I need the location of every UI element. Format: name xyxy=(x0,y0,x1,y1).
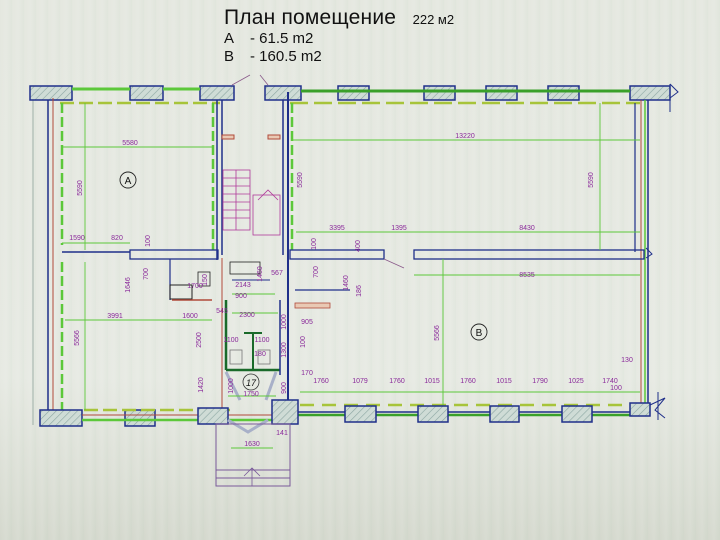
core-dimensions: 2143 1460 567 900 545 2300 1100 1100 180… xyxy=(196,266,288,448)
vestibule xyxy=(197,371,299,487)
dim-b-1395: 1395 xyxy=(391,225,407,232)
dim-b-bottom-2: 1760 xyxy=(389,378,405,385)
area-a-line: A - 61.5 m2 xyxy=(224,30,454,48)
plan-title-block: План помещение 222 м2 A - 61.5 m2 B - 160.… xyxy=(224,6,454,66)
dim-a-width: 5580 xyxy=(122,140,138,147)
dim-a-1646: 1646 xyxy=(125,277,132,293)
dim-b-height-right: 5590 xyxy=(588,172,595,188)
area-a-value: - 61.5 m2 xyxy=(250,30,314,47)
dim-b-bottom-4: 1760 xyxy=(460,378,476,385)
dim-b-bottom-0: 1760 xyxy=(313,378,329,385)
dim-b-700: 700 xyxy=(313,266,320,278)
dimension-lines xyxy=(62,103,640,449)
dim-core-2300: 2300 xyxy=(239,312,255,319)
dim-core-2143: 2143 xyxy=(235,282,251,289)
room-b-label: B xyxy=(476,328,483,339)
top-wall xyxy=(29,83,679,112)
dim-b-905: 905 xyxy=(301,319,313,326)
dim-b-130: 130 xyxy=(621,357,633,364)
dim-core-180: 180 xyxy=(254,351,266,358)
dim-core-567: 567 xyxy=(271,270,283,277)
dim-core-1000b: 1000 xyxy=(228,378,235,394)
room-17-label: 17 xyxy=(246,378,257,388)
area-b-label: B xyxy=(224,48,235,65)
dim-core-1100b: 1100 xyxy=(254,337,269,344)
dim-a-5566: 5566 xyxy=(74,330,81,346)
dim-b-100: 100 xyxy=(311,238,318,250)
dim-b-1460: 1460 xyxy=(343,275,350,291)
dim-b-bottom-8: 1740 xyxy=(602,378,618,385)
dim-core-545: 545 xyxy=(216,308,228,315)
dim-a-height: 5590 xyxy=(77,180,84,196)
dim-core-1460: 1460 xyxy=(257,266,264,282)
room-b-dimensions: 13220 5590 5590 3395 1395 8430 100 400 7… xyxy=(297,133,633,392)
dim-b-5566: 5566 xyxy=(434,325,441,341)
dim-core-1300: 1300 xyxy=(281,342,288,358)
dim-a-1420: 1420 xyxy=(198,377,205,393)
dim-a-820: 820 xyxy=(111,235,123,242)
dim-a-700: 700 xyxy=(143,268,150,280)
dim-a-3991: 3991 xyxy=(107,313,123,320)
dim-a-1590: 1590 xyxy=(69,235,85,242)
area-a-label: A xyxy=(224,30,235,47)
dim-b-bottom-7: 1025 xyxy=(568,378,584,385)
service-block xyxy=(169,258,350,420)
dim-core-1100a: 1100 xyxy=(223,337,238,344)
dim-b-width: 13220 xyxy=(455,133,475,140)
dim-a-100: 100 xyxy=(145,235,152,247)
dim-core-900b: 900 xyxy=(281,382,288,394)
room-a-dimensions: 5580 5590 1590 820 100 1646 700 1700 150… xyxy=(69,140,209,393)
dim-b-170: 170 xyxy=(301,370,313,377)
dim-b-3395: 3395 xyxy=(329,225,345,232)
dim-core-2500: 2500 xyxy=(196,332,203,348)
room-b-walls xyxy=(287,92,666,423)
dim-b-100c: 100 xyxy=(610,385,622,392)
plan-title: План помещение xyxy=(224,6,397,29)
dim-b-186: 186 xyxy=(356,285,363,297)
dim-b-bottom-6: 1790 xyxy=(532,378,548,385)
dim-a-1700: 1700 xyxy=(187,283,203,290)
room-b-marker: B xyxy=(470,323,488,341)
stair-core xyxy=(221,74,284,255)
dim-b-100b: 100 xyxy=(300,336,307,348)
dim-b-8430: 8430 xyxy=(519,225,535,232)
dim-b-400: 400 xyxy=(355,240,362,252)
area-b-line: B - 160.5 m2 xyxy=(224,48,454,66)
dim-b-height-left: 5590 xyxy=(297,172,304,188)
dim-core-1750: 1750 xyxy=(243,391,259,398)
dim-b-bottom-3: 1015 xyxy=(424,378,440,385)
dim-core-1630: 1630 xyxy=(244,441,260,448)
dim-a-150: 150 xyxy=(202,274,209,286)
dim-b-bottom-1: 1079 xyxy=(352,378,368,385)
dim-core-900: 900 xyxy=(235,293,247,300)
dim-a-1600: 1600 xyxy=(182,313,198,320)
room-a-walls xyxy=(39,98,290,427)
dim-b-8535: 8535 xyxy=(519,272,535,279)
room-b-bottom-dimensions: 1760 1079 1760 1015 1760 1015 1790 1025 … xyxy=(313,378,618,385)
total-area: 222 м2 xyxy=(412,12,455,27)
room-a-label: A xyxy=(125,176,132,187)
dim-core-1000a: 1000 xyxy=(281,314,288,330)
dim-core-141: 141 xyxy=(276,430,288,437)
dim-b-bottom-5: 1015 xyxy=(496,378,512,385)
area-b-value: - 160.5 m2 xyxy=(250,48,322,65)
room-a-marker: A xyxy=(119,171,137,189)
